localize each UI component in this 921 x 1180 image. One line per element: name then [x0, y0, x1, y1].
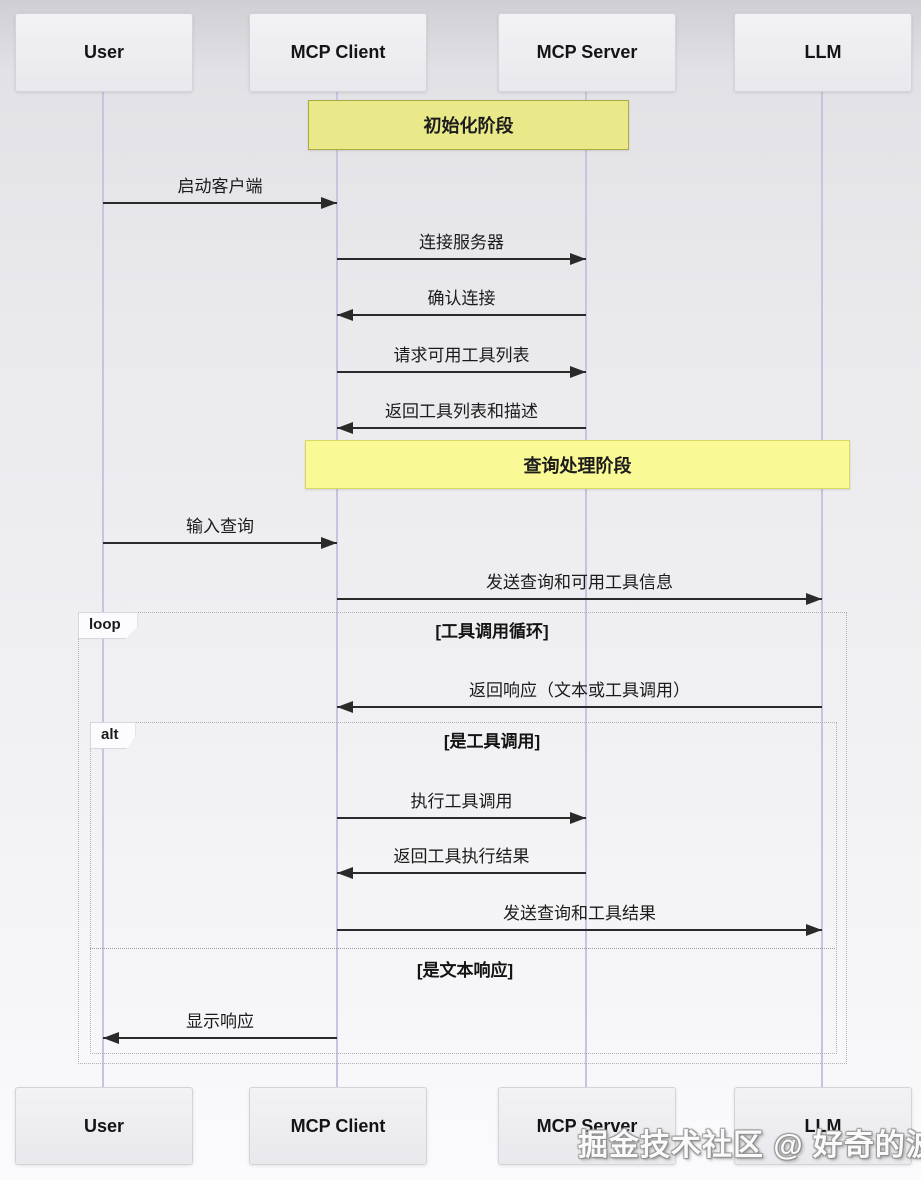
message-label-6: 发送查询和可用工具信息 [486, 573, 673, 592]
message-arrowhead-right [570, 366, 586, 378]
frame-alt-title: [是工具调用] [443, 732, 541, 751]
actor-top-user: User [15, 13, 193, 92]
message-line-10 [337, 929, 822, 931]
actor-top-mcp-client: MCP Client [249, 13, 427, 92]
frame-alt [90, 722, 837, 1054]
message-arrowhead-right [806, 924, 822, 936]
message-label-4: 返回工具列表和描述 [385, 402, 538, 421]
frame-alt-divider [90, 948, 835, 949]
message-label-7: 返回响应（文本或工具调用） [469, 681, 690, 700]
frame-alt-section-title: [是文本响应] [416, 961, 514, 980]
message-label-1: 连接服务器 [419, 233, 504, 252]
message-arrowhead-right [570, 812, 586, 824]
message-arrowhead-left [337, 867, 353, 879]
lifeline-mcp-server [585, 90, 587, 1087]
actor-bottom-user: User [15, 1087, 193, 1165]
actor-bottom-mcp-server: MCP Server [498, 1087, 676, 1165]
message-arrowhead-left [337, 309, 353, 321]
message-label-5: 输入查询 [186, 517, 254, 536]
message-line-4 [337, 427, 586, 429]
message-label-2: 确认连接 [427, 289, 496, 308]
message-line-7 [337, 706, 822, 708]
message-label-9: 返回工具执行结果 [393, 847, 530, 866]
message-line-8 [337, 817, 586, 819]
lifeline-user [102, 90, 104, 1087]
message-line-1 [337, 258, 586, 260]
frame-loop-title: [工具调用循环] [435, 622, 549, 641]
message-label-3: 请求可用工具列表 [393, 346, 530, 365]
message-label-10: 发送查询和工具结果 [503, 904, 656, 923]
message-arrowhead-right [321, 537, 337, 549]
actor-top-llm: LLM [734, 13, 912, 92]
message-line-6 [337, 598, 822, 600]
message-arrowhead-left [337, 422, 353, 434]
watermark-text: 掘金技术社区 @ 好奇的波波 [578, 1129, 921, 1162]
frame-alt-label: alt [90, 722, 136, 749]
message-label-0: 启动客户端 [177, 177, 263, 196]
actor-top-mcp-server: MCP Server [498, 13, 676, 92]
message-line-3 [337, 371, 586, 373]
frame-loop [78, 612, 847, 1064]
message-arrowhead-right [321, 197, 337, 209]
lifeline-mcp-client [336, 90, 338, 1087]
message-arrowhead-left [103, 1032, 119, 1044]
message-line-2 [337, 314, 586, 316]
actor-bottom-mcp-client: MCP Client [249, 1087, 427, 1165]
message-label-8: 执行工具调用 [410, 792, 513, 811]
lifeline-llm [821, 90, 823, 1087]
message-line-0 [103, 202, 337, 204]
message-line-11 [103, 1037, 337, 1039]
message-arrowhead-right [806, 593, 822, 605]
message-arrowhead-left [337, 701, 353, 713]
phase-init-banner: 初始化阶段 [308, 100, 629, 150]
actor-bottom-llm: LLM [734, 1087, 912, 1165]
phase-query-banner: 查询处理阶段 [305, 440, 850, 489]
message-line-5 [103, 542, 337, 544]
message-line-9 [337, 872, 586, 874]
frame-loop-label: loop [78, 612, 138, 639]
message-arrowhead-right [570, 253, 586, 265]
message-label-11: 显示响应 [186, 1012, 254, 1031]
